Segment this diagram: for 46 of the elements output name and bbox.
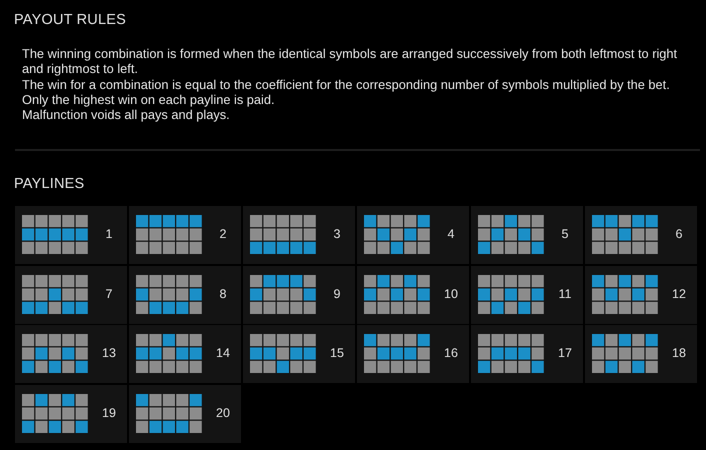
payline-number: 19 <box>101 406 117 420</box>
payline-card <box>585 266 697 324</box>
payline-card <box>471 206 583 264</box>
payline-number: 2 <box>218 227 228 242</box>
payline-number: 16 <box>443 346 459 361</box>
payline-card <box>129 206 241 264</box>
payline-card <box>585 325 697 383</box>
rule-text: Only the highest win on each payline is paid. <box>22 92 276 108</box>
payline-card <box>15 325 127 383</box>
rule-text: The win for a combination is equal to the coefficient for the corresponding number of symbols multiplied by the bet. <box>22 76 671 92</box>
payline-number: 18 <box>671 346 687 361</box>
section-heading: PAYLINES <box>14 175 84 193</box>
payline-card <box>357 266 469 324</box>
payline-card <box>129 325 241 383</box>
payline-number: 15 <box>329 346 345 361</box>
payline-number: 5 <box>560 227 570 242</box>
payline-number: 14 <box>215 346 231 361</box>
payline-number: 20 <box>215 406 231 420</box>
rule-text: The winning combination is formed when the identical symbols are arranged successively from both leftmost to right and rightmost to left. <box>22 46 678 77</box>
payline-number: 8 <box>218 286 228 302</box>
payline-card <box>585 206 697 264</box>
payline-card <box>357 206 469 264</box>
payline-number: 1 <box>104 227 114 242</box>
payline-card <box>243 206 355 264</box>
payline-number: 13 <box>101 346 117 361</box>
payline-number: 6 <box>674 227 684 242</box>
payline-card <box>129 266 241 324</box>
payline-card <box>243 325 355 383</box>
rule-text: Malfunction voids all pays and plays. <box>22 107 231 122</box>
payline-card <box>471 325 583 383</box>
payline-number: 7 <box>104 286 114 302</box>
payline-card <box>15 384 127 442</box>
payline-number: 3 <box>332 227 342 242</box>
payline-number: 12 <box>671 286 687 302</box>
payline-card <box>357 325 469 383</box>
payline-card <box>243 266 355 324</box>
payline-card <box>15 266 127 324</box>
payline-card <box>471 266 583 324</box>
payline-number: 9 <box>332 286 342 302</box>
payline-card <box>15 206 127 264</box>
payline-number: 10 <box>443 286 459 302</box>
payline-number: 4 <box>446 227 456 242</box>
payline-number: 17 <box>557 346 573 361</box>
section-heading: PAYOUT RULES <box>14 11 126 29</box>
payline-card <box>129 384 241 442</box>
payline-number: 11 <box>558 286 572 302</box>
